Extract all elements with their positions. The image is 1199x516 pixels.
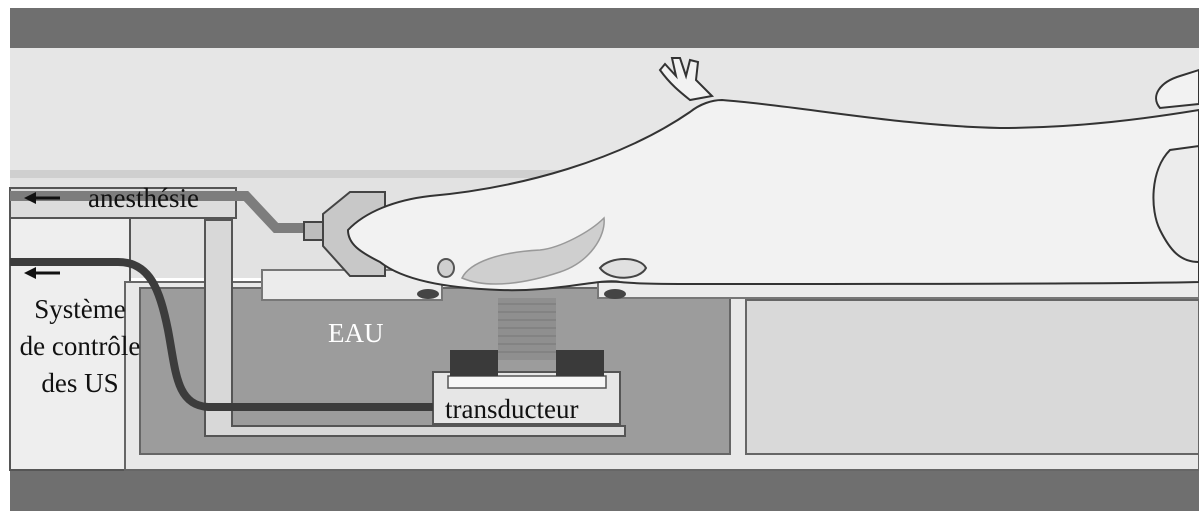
bore-top-wall	[10, 8, 1199, 48]
label-anesthesia: anesthésie	[88, 183, 199, 213]
clamp-left	[417, 289, 439, 299]
transducer-block-left	[450, 350, 498, 376]
transducer-plate	[447, 375, 607, 389]
brain-region	[460, 216, 605, 285]
bed-right-compartment	[745, 299, 1199, 455]
clamp-right	[604, 289, 626, 299]
anesthesia-tube	[10, 191, 320, 233]
label-control-system-line3: des US	[41, 368, 119, 398]
label-water: EAU	[328, 318, 384, 348]
arrow-left-icon	[24, 267, 60, 279]
animal-front-paw	[658, 57, 715, 102]
us-control-cable	[10, 258, 433, 411]
bore-bottom-wall	[10, 470, 1199, 511]
animal-rear-leg-upper	[1155, 68, 1199, 110]
label-transducer: transducteur	[445, 394, 579, 424]
inner-frame	[204, 219, 626, 437]
ultrasound-beam	[498, 298, 556, 360]
animal-eye	[437, 258, 455, 278]
animal-front-leg	[598, 258, 648, 279]
label-control-system-line2: de contrôle	[19, 331, 141, 361]
animal-rear-leg-lower	[1152, 144, 1199, 264]
anesthesia-connector	[303, 221, 325, 241]
arrow-left-icon	[24, 192, 60, 204]
label-control-system-line1: Système	[34, 294, 126, 324]
transducer-block-right	[556, 350, 604, 376]
